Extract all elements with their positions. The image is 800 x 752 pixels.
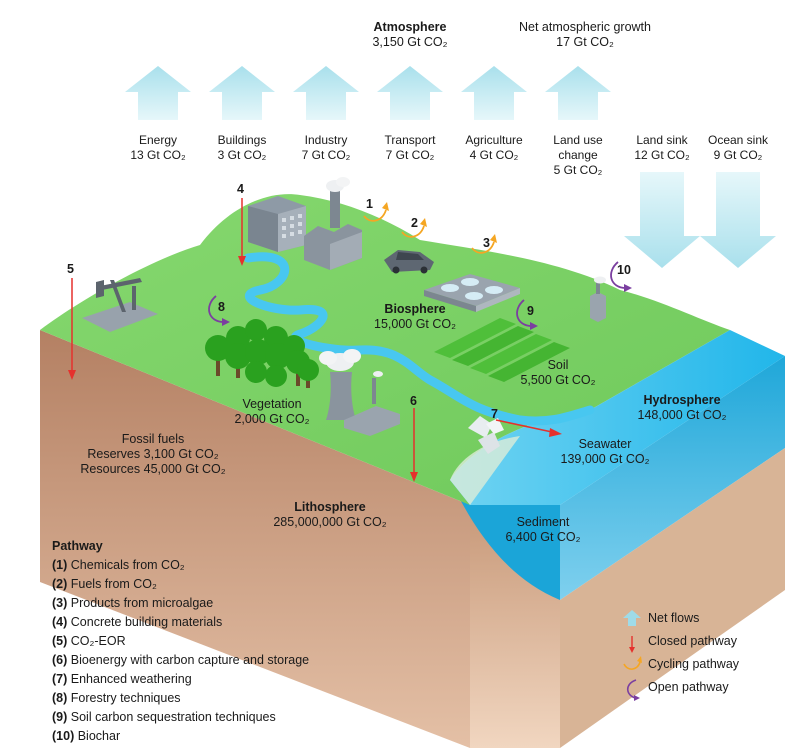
marker-2: 2 — [411, 216, 418, 230]
atmosphere-value: 3,150 Gt CO₂ — [372, 35, 448, 49]
marker-3: 3 — [483, 236, 490, 250]
net-flow-arrows-up — [125, 66, 611, 120]
biosphere-label: Biosphere 15,000 Gt CO₂ — [374, 302, 456, 331]
soil-fields — [434, 318, 570, 382]
weathering-rocks — [468, 416, 504, 454]
energy-flow-arrow-icon — [125, 66, 191, 120]
pathway-1-cycle-icon — [363, 209, 387, 222]
soil-front-face — [40, 330, 470, 748]
legend-closed-pathway: Closed pathway — [648, 634, 737, 648]
ocean-right-face — [560, 356, 785, 600]
marker-6: 6 — [410, 394, 417, 408]
forest — [205, 319, 319, 388]
orange-cycle-icon — [623, 661, 641, 670]
pathway-item: (2) Fuels from CO₂ — [52, 577, 157, 591]
car — [384, 250, 434, 274]
legend-net-flows: Net flows — [648, 611, 700, 625]
river — [243, 252, 595, 426]
ocean-sink-flow-arrow-icon — [700, 172, 776, 268]
pathway-item: (8) Forestry techniques — [52, 691, 181, 705]
marker-5: 5 — [67, 262, 74, 276]
pathway-8-open-icon — [208, 295, 225, 323]
atmosphere-label: Atmosphere 3,150 Gt CO₂ — [340, 20, 480, 50]
pathway-title: Pathway — [52, 539, 103, 553]
pathway-2-cycle-icon — [401, 225, 425, 238]
transport-flow-arrow-icon — [377, 66, 443, 120]
oil-pump — [82, 278, 158, 332]
seawater-label: Seawater 139,000 Gt CO₂ — [560, 437, 650, 466]
office-building — [248, 196, 306, 252]
marker-1: 1 — [366, 197, 373, 211]
buildings-flow-arrow-icon — [209, 66, 275, 120]
pathway-7-arrow — [495, 419, 553, 433]
beach — [450, 436, 520, 505]
pathway-item: (7) Enhanced weathering — [52, 672, 192, 686]
soil-label: Soil 5,500 Gt CO₂ — [520, 358, 596, 387]
pathway-item: (1) Chemicals from CO₂ — [52, 558, 185, 572]
legend-open-pathway: Open pathway — [648, 680, 729, 694]
atmosphere-title: Atmosphere — [373, 20, 447, 34]
ocean-top-surface — [450, 330, 785, 505]
land-sink-flow-arrow-icon — [624, 172, 700, 268]
legend: Net flows Closed pathway Cycling pathway… — [648, 611, 788, 703]
fossil-fuels-label: Fossil fuels Reserves 3,100 Gt CO₂ Resou… — [80, 432, 226, 476]
legend-icons — [623, 610, 642, 701]
pathway-item: (3) Products from microalgae — [52, 596, 214, 610]
land-use-flow-arrow-icon — [545, 66, 611, 120]
open-pathway-arrows — [208, 261, 632, 330]
bioenergy-plant — [319, 349, 400, 436]
marker-7: 7 — [491, 407, 498, 421]
pathway-10-open-icon — [610, 261, 627, 289]
lithosphere-label: Lithosphere 285,000,000 Gt CO₂ — [273, 500, 387, 529]
marker-8: 8 — [218, 300, 225, 314]
legend-cycling-pathway: Cycling pathway — [648, 657, 740, 671]
industry-flow-arrow-icon — [293, 66, 359, 120]
cycling-pathway-arrows — [363, 202, 497, 254]
factory — [304, 177, 362, 270]
pathway-3-cycle-icon — [471, 241, 495, 254]
pathway-item: (10) Biochar — [52, 729, 121, 743]
net-flow-arrow-icon — [623, 610, 641, 626]
vegetation-label: Vegetation 2,000 Gt CO₂ — [234, 397, 310, 426]
sediment-right-face — [560, 448, 785, 748]
pathway-list: Pathway (1) Chemicals from CO₂ (2) Fuels… — [52, 537, 382, 746]
marker-9: 9 — [527, 304, 534, 318]
pathway-item: (6) Bioenergy with carbon capture and st… — [52, 653, 310, 667]
pathway-item: (5) CO₂-EOR — [52, 634, 126, 648]
net-growth-value: 17 Gt CO₂ — [556, 35, 614, 49]
algae-ponds — [424, 274, 520, 312]
sediment-label: Sediment 6,400 Gt CO₂ — [505, 515, 581, 544]
pathway-item: (9) Soil carbon sequestration techniques — [52, 710, 276, 724]
biochar-unit — [590, 276, 606, 322]
hydrosphere-label: Hydrosphere 148,000 Gt CO₂ — [637, 393, 727, 422]
agriculture-flow-arrow-icon — [461, 66, 527, 120]
net-growth-label: Net atmospheric growth 17 Gt CO₂ — [500, 20, 670, 50]
closed-pathway-arrows — [68, 198, 562, 482]
purple-open-icon — [626, 679, 637, 699]
marker-4: 4 — [237, 182, 244, 196]
marker-10: 10 — [617, 263, 631, 277]
net-flow-arrows-down — [624, 172, 776, 268]
pathway-9-open-icon — [516, 299, 533, 327]
ocean-front-face — [450, 480, 560, 600]
net-growth-title: Net atmospheric growth — [518, 20, 651, 34]
pathway-item: (4) Concrete building materials — [52, 615, 223, 629]
